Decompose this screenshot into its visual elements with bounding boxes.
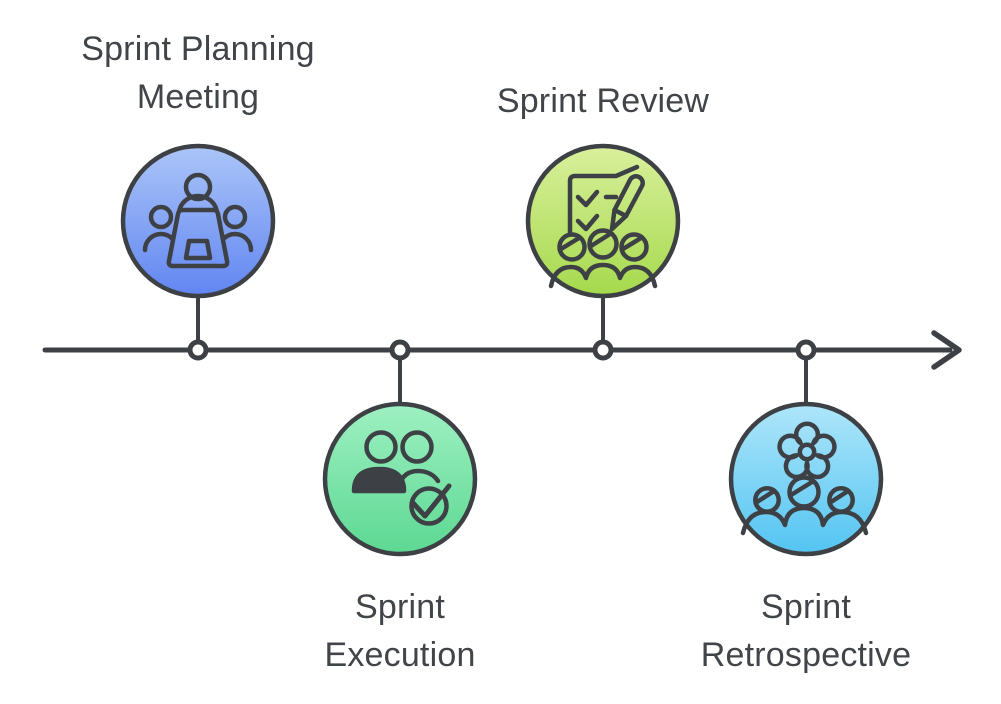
- axis-node-planning: [187, 339, 209, 361]
- axis-node-execution: [389, 339, 411, 361]
- phase-label-sprint-planning-meeting: Sprint Planning Meeting: [81, 30, 315, 116]
- phase-sprint-execution: [322, 339, 478, 557]
- phase-label-sprint-execution: Sprint Execution: [324, 588, 476, 674]
- phase-sprint-retrospective: [728, 339, 884, 557]
- phase-label-sprint-retrospective: Sprint Retrospective: [700, 588, 912, 674]
- phase-sprint-review: [525, 143, 681, 361]
- axis-node-retrospective: [795, 339, 817, 361]
- document-review-icon: [548, 164, 658, 289]
- meeting-icon: [142, 172, 254, 269]
- axis-node-review: [592, 339, 614, 361]
- gear-team-icon: [740, 421, 869, 536]
- arrow-right-icon: [931, 330, 962, 370]
- phase-sprint-planning: [120, 143, 276, 361]
- phase-circle-review: [525, 143, 681, 299]
- phase-label-sprint-review: Sprint Review: [496, 82, 710, 120]
- team-check-icon: [351, 430, 452, 526]
- timeline-axis: [42, 330, 962, 370]
